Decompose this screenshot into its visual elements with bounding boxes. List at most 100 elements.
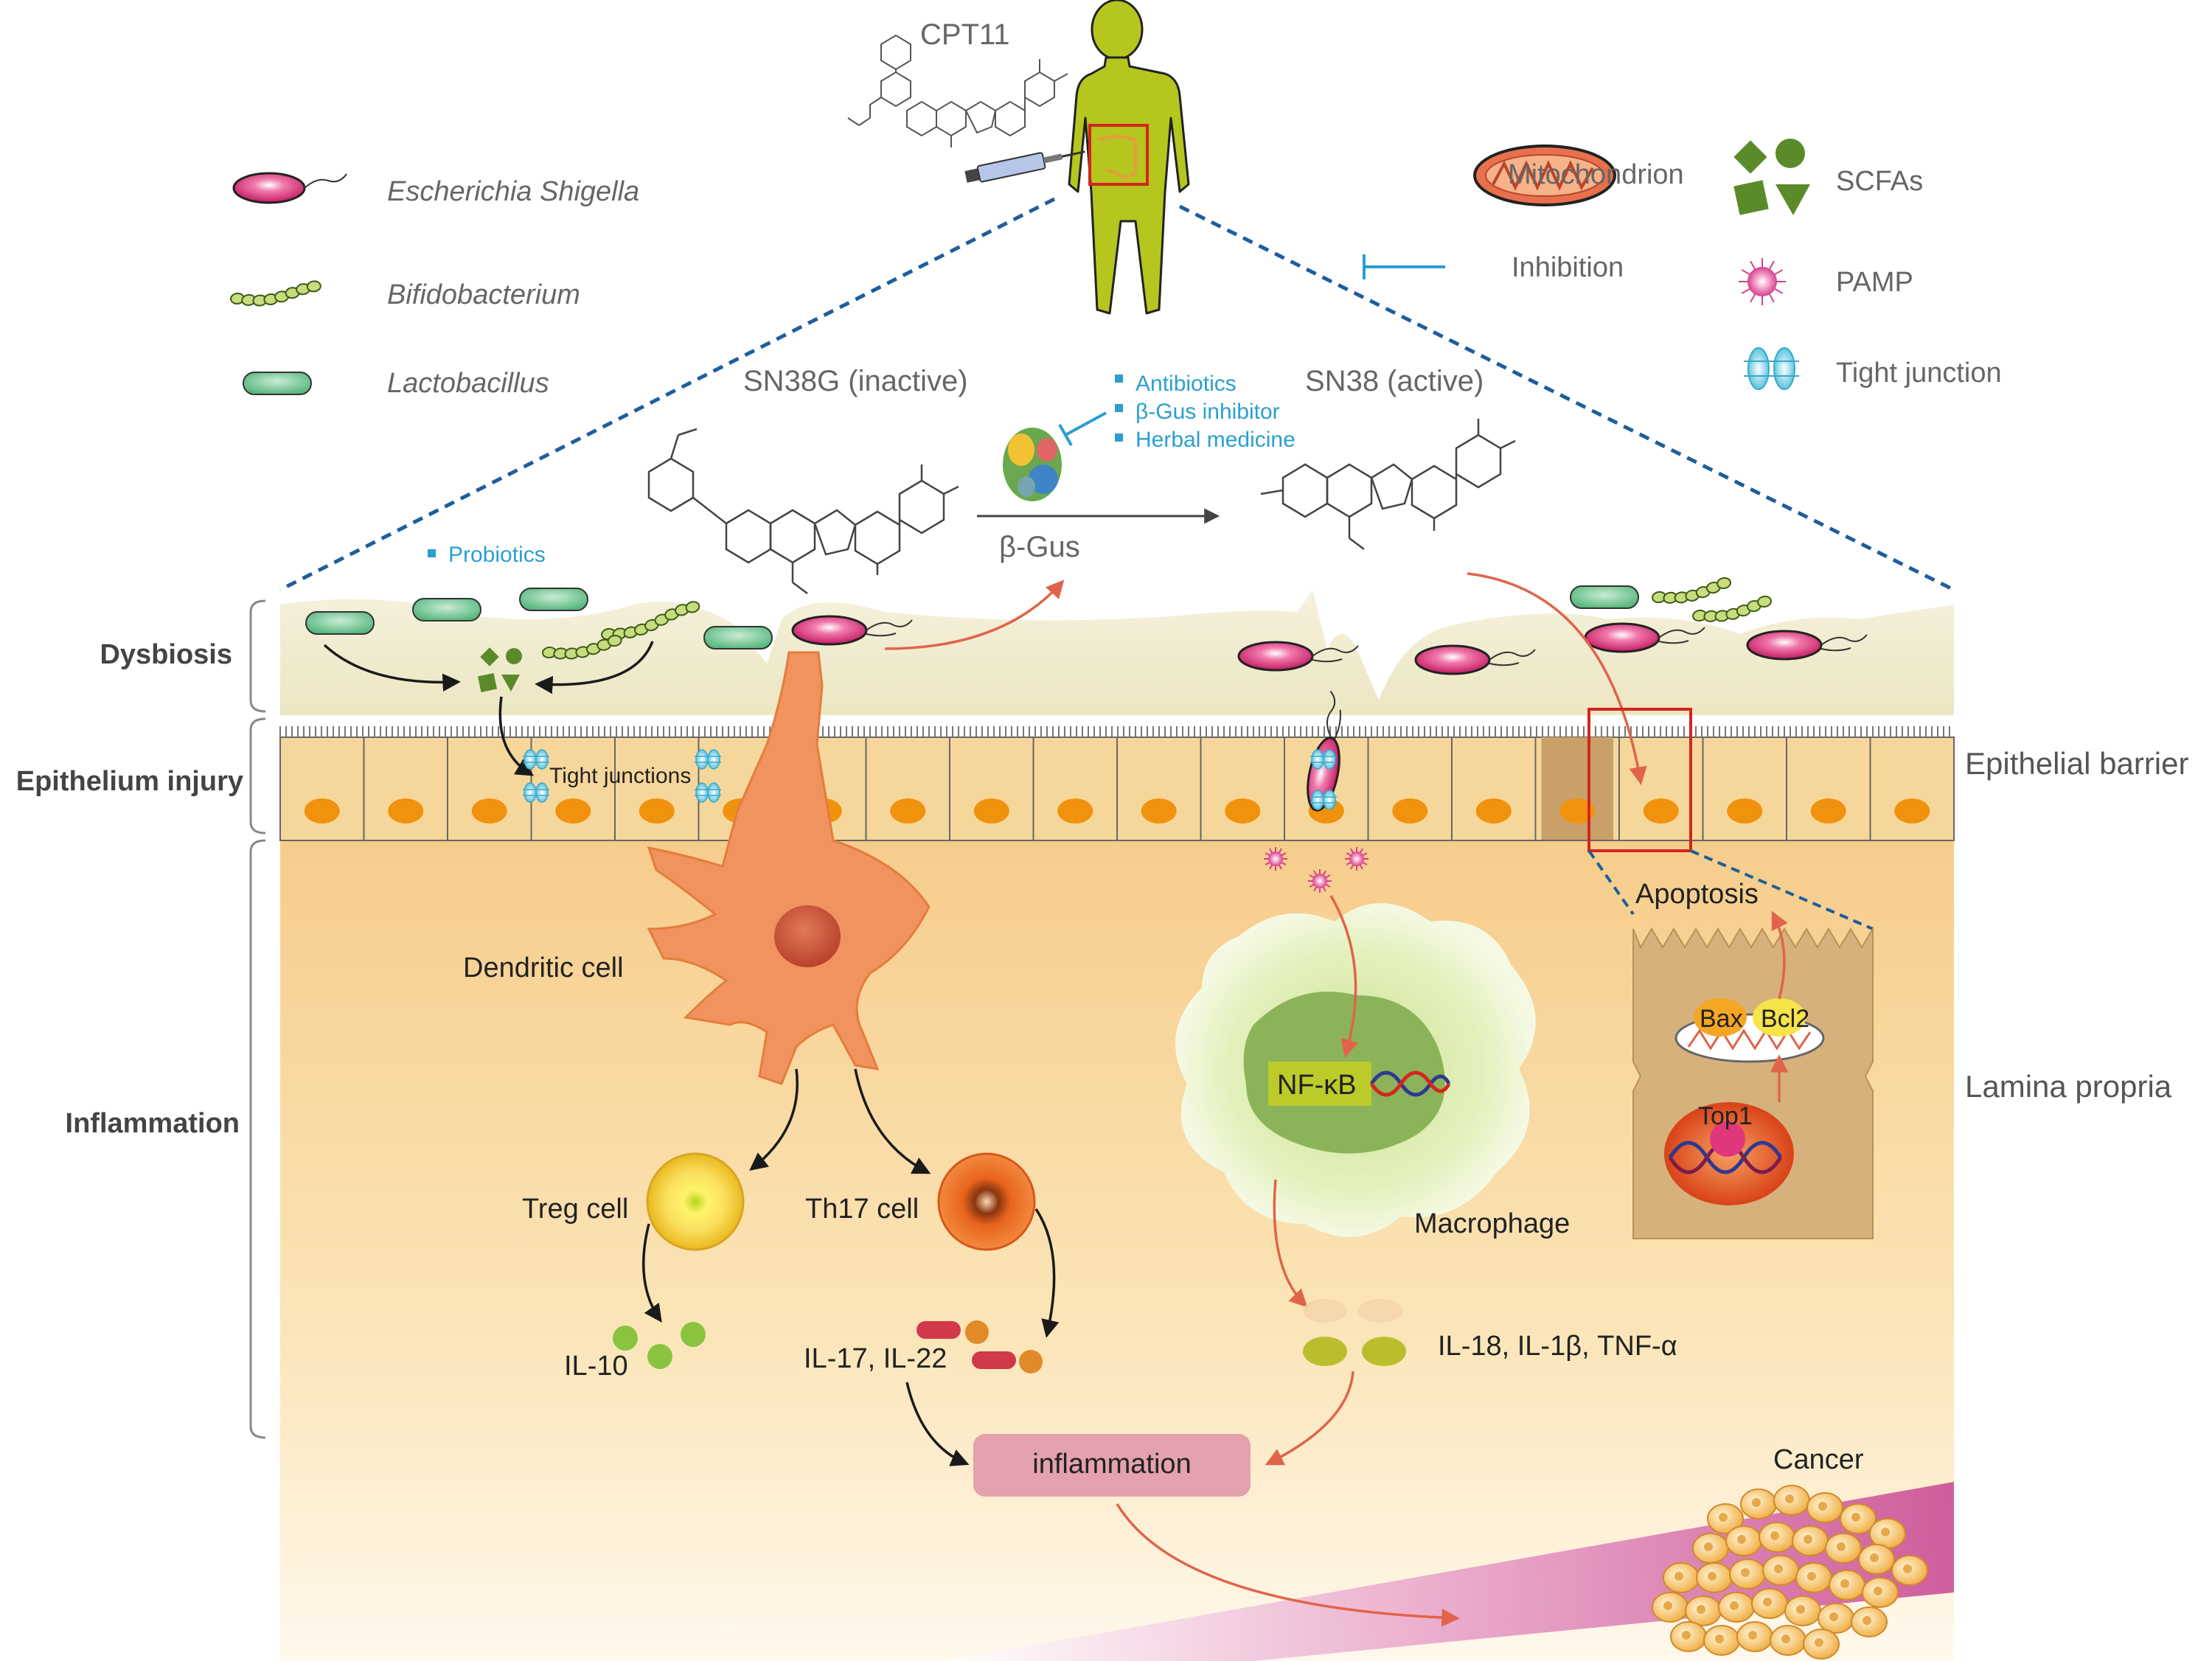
ecoli-flagellum [1489, 662, 1520, 666]
mucus-layer [280, 590, 1954, 715]
bifido-chain [601, 601, 700, 641]
cancer-cell-nucleus [1781, 1634, 1790, 1643]
cancer-cell-nucleus [1774, 1564, 1783, 1573]
brace-inflammation [249, 839, 266, 1439]
zoom-line-right [1690, 849, 1874, 930]
cell-nucleus [973, 798, 1009, 823]
damaged-cell [1541, 737, 1613, 840]
ecoli-flagellum [1820, 647, 1851, 652]
tj-lobe [1323, 790, 1336, 810]
legend-inhibition-label: Inhibition [1512, 252, 1624, 283]
label-inflammation: Inflammation [66, 1108, 240, 1139]
bifido-chain [1692, 595, 1772, 622]
cancer-cell-nucleus [1818, 1502, 1827, 1511]
ecoli [1414, 644, 1536, 675]
cancer-cell-nucleus [1837, 1542, 1846, 1551]
label-cpt11: CPT11 [920, 18, 1010, 51]
tight-junction [523, 749, 549, 770]
label-dysbiosis: Dysbiosis [100, 639, 232, 670]
label-bcl2: Bcl2 [1761, 1005, 1809, 1033]
tj-lobe [695, 749, 709, 770]
arrow-ecoli-to-sn38g [884, 579, 1065, 650]
arrow-lacto-to-scfa [323, 644, 461, 692]
label-apoptosis: Apoptosis [1635, 879, 1759, 910]
tight-junction [695, 782, 721, 803]
sn38g-molecule [647, 428, 959, 594]
label-il18-group: IL-18, IL-1β, TNF-α [1438, 1331, 1677, 1362]
tj-lobe [707, 749, 720, 770]
tight-junction [523, 782, 549, 803]
cell-nucleus [1894, 798, 1930, 823]
legend-escherichia-label: Escherichia Shigella [387, 176, 639, 207]
inflammation-box [973, 1434, 1251, 1497]
label-beta-gus: β-Gus [999, 531, 1080, 563]
label-inflammation-box: inflammation [1032, 1449, 1191, 1480]
cancer-cell-nucleus [1815, 1638, 1823, 1647]
ecoli-body [791, 615, 868, 646]
cell-nucleus [890, 798, 926, 823]
treg-cell [646, 1152, 745, 1251]
brace-dysbiosis [249, 599, 266, 713]
pamp-group [1264, 847, 1368, 893]
arrow-pamp-to-nfkb [1329, 895, 1359, 1058]
ecoli-flagellum [1820, 634, 1868, 646]
cancer-cell-nucleus [1763, 1598, 1772, 1606]
cancer-cell-nucleus [1708, 1572, 1717, 1581]
cancer-cell-nucleus [1663, 1601, 1672, 1610]
ecoli-body [1414, 644, 1491, 675]
microvilli [279, 726, 1950, 737]
top1-protein [1710, 1121, 1745, 1157]
cancer-cell-nucleus [1715, 1634, 1724, 1643]
legend-bifidobacterium-label: Bifidobacterium [387, 279, 580, 310]
cancer-cell-nucleus [1829, 1612, 1838, 1621]
cancer-cell-nucleus [1863, 1616, 1871, 1625]
tj-lobe [1311, 749, 1324, 770]
cell-nucleus [1057, 798, 1093, 823]
cancer-cell-nucleus [1730, 1601, 1739, 1610]
pamp-core [1747, 267, 1777, 296]
ecoli-flagellum [1326, 690, 1336, 739]
zoom-line-left [1587, 849, 1635, 916]
il17-il22-molecules [917, 1320, 1043, 1373]
lactobacillus-group [305, 585, 1639, 650]
cancer-cell-nucleus [1903, 1564, 1912, 1573]
cancer-cell-nucleus [1737, 1535, 1746, 1544]
bifidobacterium-group [542, 577, 1772, 660]
cancer-cell-nucleus [1748, 1631, 1757, 1640]
label-sn38g: SN38G (inactive) [743, 365, 968, 397]
cancer-cell-nucleus [1870, 1553, 1879, 1562]
label-bax: Bax [1700, 1005, 1743, 1033]
arrow-th17-to-il17 [1034, 1208, 1060, 1338]
arrow-sn38-to-epithelium [1467, 572, 1647, 785]
pamp-core [1268, 852, 1283, 866]
ecoli-flagellum [1334, 709, 1341, 739]
cancer-cell-nucleus [1704, 1542, 1713, 1551]
ecoli-flagellum [1312, 658, 1343, 663]
ecoli-flagellum [866, 633, 897, 637]
tight-junction [1310, 749, 1337, 770]
label-epithelial-barrier: Epithelial barrier [1965, 746, 2188, 781]
inhibitor-beta-gus: β-Gus inhibitor [1135, 400, 1280, 424]
legend-tight-junction-label: Tight junction [1836, 358, 2002, 389]
legend-scfas-label: SCFAs [1836, 166, 1923, 197]
cpt11-molecule [847, 34, 1068, 147]
bifido-chain [1652, 577, 1731, 604]
pamp [1264, 847, 1287, 871]
nfkb-box [1268, 1062, 1371, 1106]
cancer-cell-nucleus [1752, 1498, 1761, 1507]
tj-lobe [524, 782, 537, 803]
probiotics-bullet [428, 549, 436, 557]
pamp-core [1349, 852, 1364, 866]
arrow-dc-to-treg [749, 1068, 799, 1171]
cancer-cell-nucleus [1840, 1579, 1849, 1588]
inhibition-bar-gus [1065, 411, 1107, 436]
ecoli-flagellum [1312, 645, 1359, 657]
legend-mitochondrion-text: Mitochondrion [1508, 159, 1684, 190]
pamp [1345, 847, 1368, 871]
label-cancer: Cancer [1773, 1444, 1864, 1475]
label-epithelium-injury: Epithelium injury [16, 766, 243, 797]
cell-nucleus [1225, 798, 1261, 823]
dashed-line-right [1178, 204, 1955, 592]
legend-bifidobacterium-icon [230, 280, 321, 307]
